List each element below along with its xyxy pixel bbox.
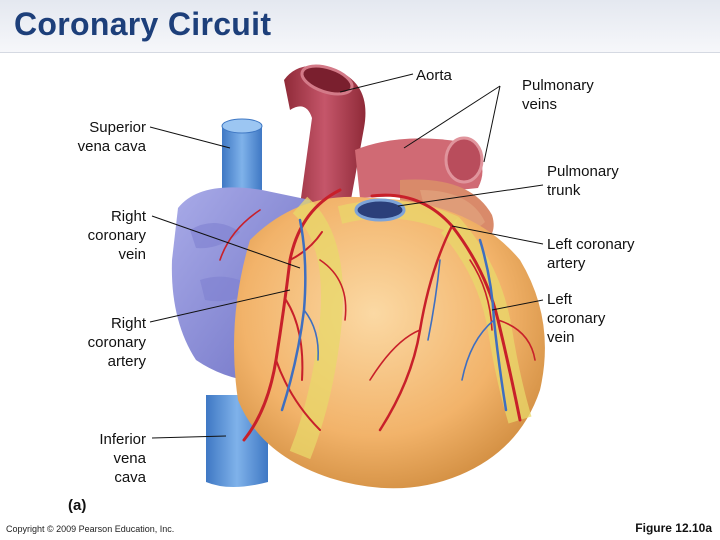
right-coronary-vein-leader <box>151 215 301 269</box>
pulmonary-veins-leader-a <box>403 85 501 149</box>
left-coronary-vein-label: Left coronary vein <box>547 291 606 346</box>
left-coronary-artery-vessel <box>370 193 522 422</box>
aorta-label: Aorta <box>416 67 452 84</box>
panel-label: (a) <box>68 497 87 514</box>
title-bar: Coronary Circuit <box>0 0 720 53</box>
copyright-text: Copyright © 2009 Pearson Education, Inc. <box>6 524 175 534</box>
left-coronary-vein-leader <box>491 299 544 311</box>
aorta-vessel <box>284 65 366 205</box>
right-coronary-artery-leader <box>149 289 291 323</box>
superior-vena-cava-leader <box>149 126 231 149</box>
left-coronary-artery-label: Left coronary artery <box>547 236 635 272</box>
right-coronary-vein-label: Right coronary vein <box>87 208 146 263</box>
inferior-vena-cava-leader <box>151 435 227 439</box>
pulmonary-veins-label: Pulmonary veins <box>522 77 594 113</box>
right-coronary-artery-label: Right coronary artery <box>87 315 146 370</box>
page-title: Coronary Circuit <box>14 6 272 42</box>
figure-reference: Figure 12.10a <box>635 521 712 535</box>
inferior-vena-cava-label: Inferior vena cava <box>99 431 146 486</box>
pulmonary-trunk-leader <box>397 184 544 207</box>
pulmonary-veins-leader-b <box>483 85 501 163</box>
right-coronary-artery-vessel <box>242 188 342 442</box>
superior-vena-cava-label: Superior vena cava <box>77 119 146 155</box>
left-coronary-artery-leader <box>451 225 544 245</box>
aorta-leader <box>339 73 414 93</box>
pulmonary-trunk-label: Pulmonary trunk <box>547 163 619 199</box>
